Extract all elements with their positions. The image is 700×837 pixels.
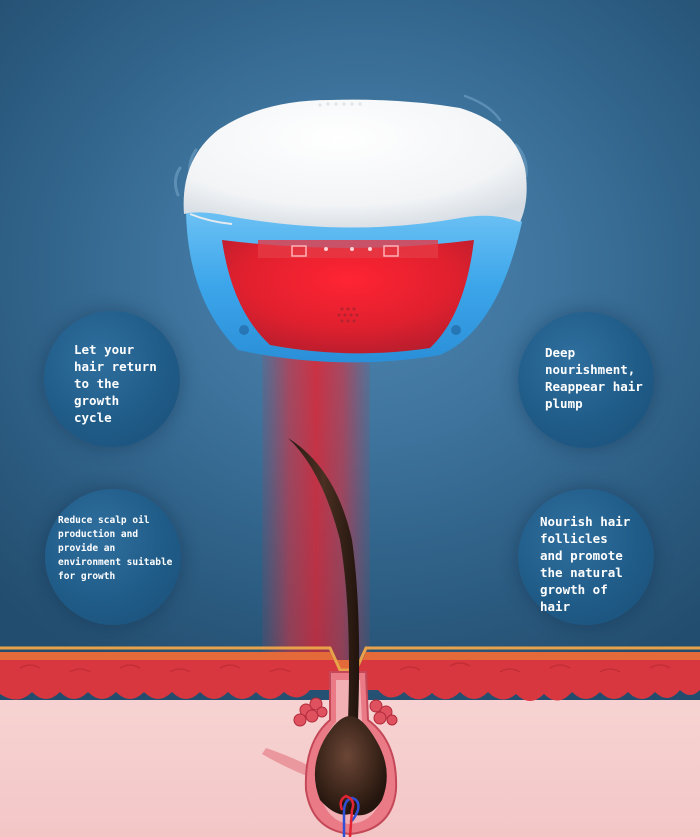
info-bubble-text: Deep nourishment, Reappear hair plump [545,345,643,411]
info-bubble-top-left: Let your hair return to the growth cycle [44,311,180,447]
blood-vessels [339,794,360,837]
info-bubble-text: Let your hair return to the growth cycle [74,342,157,425]
info-bubble-text: Reduce scalp oil production and provide … [58,515,173,582]
info-bubble-bottom-right: Nourish hair follicles and promote the n… [518,489,654,625]
info-bubble-text: Nourish hair follicles and promote the n… [540,514,631,614]
info-bubble-top-right: Deep nourishment, Reappear hair plump [518,312,654,448]
laser-helmet-device [173,94,528,363]
info-bubble-bottom-left: Reduce scalp oil production and provide … [45,489,181,625]
